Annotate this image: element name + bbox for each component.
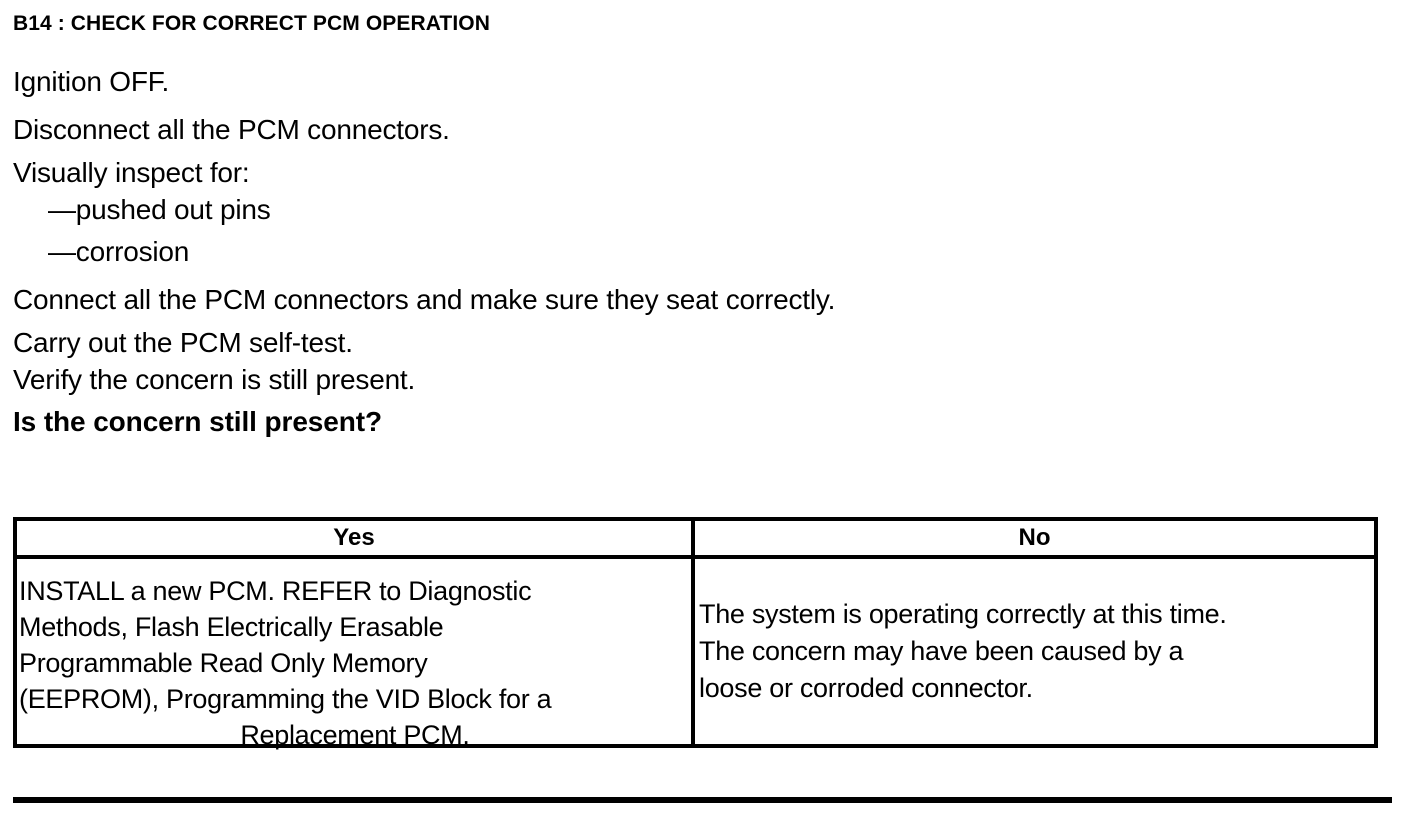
table-cell-no: The system is operating correctly at thi… (695, 559, 1374, 744)
step-line-connect-pcm: Connect all the PCM connectors and make … (13, 284, 836, 315)
decision-table: Yes No INSTALL a new PCM. REFER to Diagn… (13, 517, 1378, 750)
step-title: B14 : CHECK FOR CORRECT PCM OPERATION (13, 12, 490, 35)
step-line-self-test: Carry out the PCM self-test. (13, 327, 353, 358)
step-line-disconnect-pcm: Disconnect all the PCM connectors. (13, 114, 450, 145)
step-line-ignition-off: Ignition OFF. (13, 66, 170, 97)
no-line-2: The concern may have been caused by a (699, 636, 1184, 666)
table-cell-yes: INSTALL a new PCM. REFER to Diagnostic M… (17, 559, 695, 750)
no-line-3: loose or corroded connector. (699, 673, 1033, 703)
table-header-no: No (1018, 524, 1051, 551)
yes-line-2: Methods, Flash Electrically Erasable (19, 612, 444, 642)
step-instruction-list: Ignition OFF. Disconnect all the PCM con… (13, 58, 1393, 446)
table-cell-yes-text: INSTALL a new PCM. REFER to Diagnostic M… (17, 559, 691, 753)
bottom-divider-rule (13, 797, 1392, 803)
step-bullet-corrosion: —corrosion (48, 236, 190, 267)
yes-line-1: INSTALL a new PCM. REFER to Diagnostic (19, 576, 532, 606)
step-line-verify-concern: Verify the concern is still present. (13, 364, 416, 395)
yes-line-3: Programmable Read Only Memory (19, 648, 428, 678)
no-line-1: The system is operating correctly at thi… (699, 599, 1227, 629)
table-header-row: Yes No (17, 521, 1374, 559)
step-question: Is the concern still present? (13, 406, 382, 437)
step-line-visually-inspect: Visually inspect for: (13, 157, 250, 188)
yes-line-4: (EEPROM), Programming the VID Block for … (19, 684, 552, 714)
table-body-row: INSTALL a new PCM. REFER to Diagnostic M… (17, 559, 1374, 750)
table-header-yes: Yes (17, 521, 695, 555)
yes-line-5: Replacement PCM. (240, 720, 470, 750)
step-bullet-pushed-out-pins: —pushed out pins (48, 194, 271, 225)
table-cell-no-text: The system is operating correctly at thi… (695, 559, 1374, 744)
